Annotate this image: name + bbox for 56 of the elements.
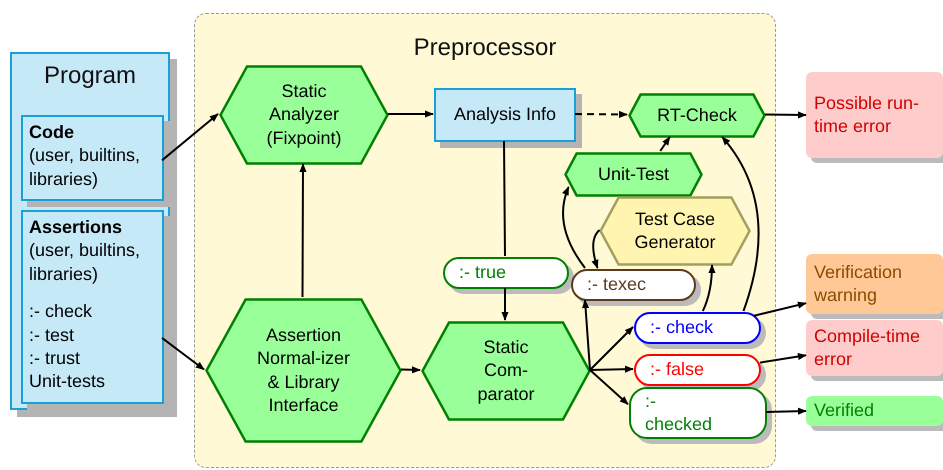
- arrow: [400, 366, 421, 374]
- node-text: Possible run-time error: [814, 92, 920, 138]
- node-text: Unit-tests: [29, 370, 106, 394]
- preprocessor-region: [194, 13, 776, 468]
- arrow: [760, 353, 807, 364]
- section-heading: Code: [29, 121, 74, 144]
- result-box: [806, 396, 943, 426]
- arrow: [161, 113, 219, 162]
- arrow: [501, 288, 509, 321]
- process-hexagon: [599, 196, 751, 266]
- node-text: (user, builtins, libraries): [29, 239, 142, 286]
- node-text: (user, builtins, libraries): [29, 144, 142, 191]
- node-text: Verification warning: [814, 260, 904, 307]
- node-text: Unit-Test: [598, 162, 669, 186]
- node-text: Assertion Normal-izer & Library Interface: [256, 324, 351, 417]
- process-hexagon: [628, 93, 766, 138]
- node-text: :- test: [29, 324, 74, 347]
- result-box: [806, 254, 943, 314]
- node-text: Analysis Info: [454, 103, 556, 126]
- node-text: :- trust: [29, 346, 80, 370]
- arrow: [764, 111, 807, 118]
- arrow: [589, 326, 634, 371]
- arrow: [592, 229, 600, 269]
- arrow: [574, 110, 628, 118]
- result-box: [806, 72, 943, 158]
- node-text: :- true: [459, 261, 506, 284]
- arrow: [753, 302, 807, 317]
- arrow: [659, 136, 671, 152]
- node-text: :- check: [29, 300, 92, 324]
- arrow: [299, 163, 307, 297]
- process-hexagon: [421, 321, 591, 421]
- arrow: [582, 299, 591, 370]
- process-hexagon: [564, 152, 703, 197]
- node-text: Static Analyzer (Fixpoint): [265, 80, 342, 150]
- region-heading: Preprocessor: [412, 34, 558, 62]
- node-text: :- texec: [587, 273, 646, 296]
- process-hexagon: [219, 65, 389, 165]
- arrow: [562, 186, 586, 269]
- arrow: [721, 136, 760, 312]
- node-text: RT-Check: [657, 104, 737, 127]
- node-text: :- false: [650, 358, 704, 382]
- region-heading: Program: [42, 62, 138, 90]
- node-text: Test Case Generator: [633, 208, 717, 254]
- node-text: :- checked: [645, 390, 714, 436]
- arrow: [161, 337, 205, 370]
- result-box: [806, 320, 943, 376]
- section-heading: Assertions: [29, 216, 122, 239]
- process-hexagon: [205, 298, 402, 443]
- node-text: Verified: [814, 399, 876, 422]
- node-text: Compile-time error: [814, 324, 922, 371]
- arrow: [589, 369, 629, 405]
- arrow: [388, 110, 434, 118]
- arrow: [766, 408, 807, 415]
- arrow: [590, 366, 634, 373]
- node-text: :- check: [650, 316, 714, 340]
- node-text: Static Com-parator: [476, 336, 536, 406]
